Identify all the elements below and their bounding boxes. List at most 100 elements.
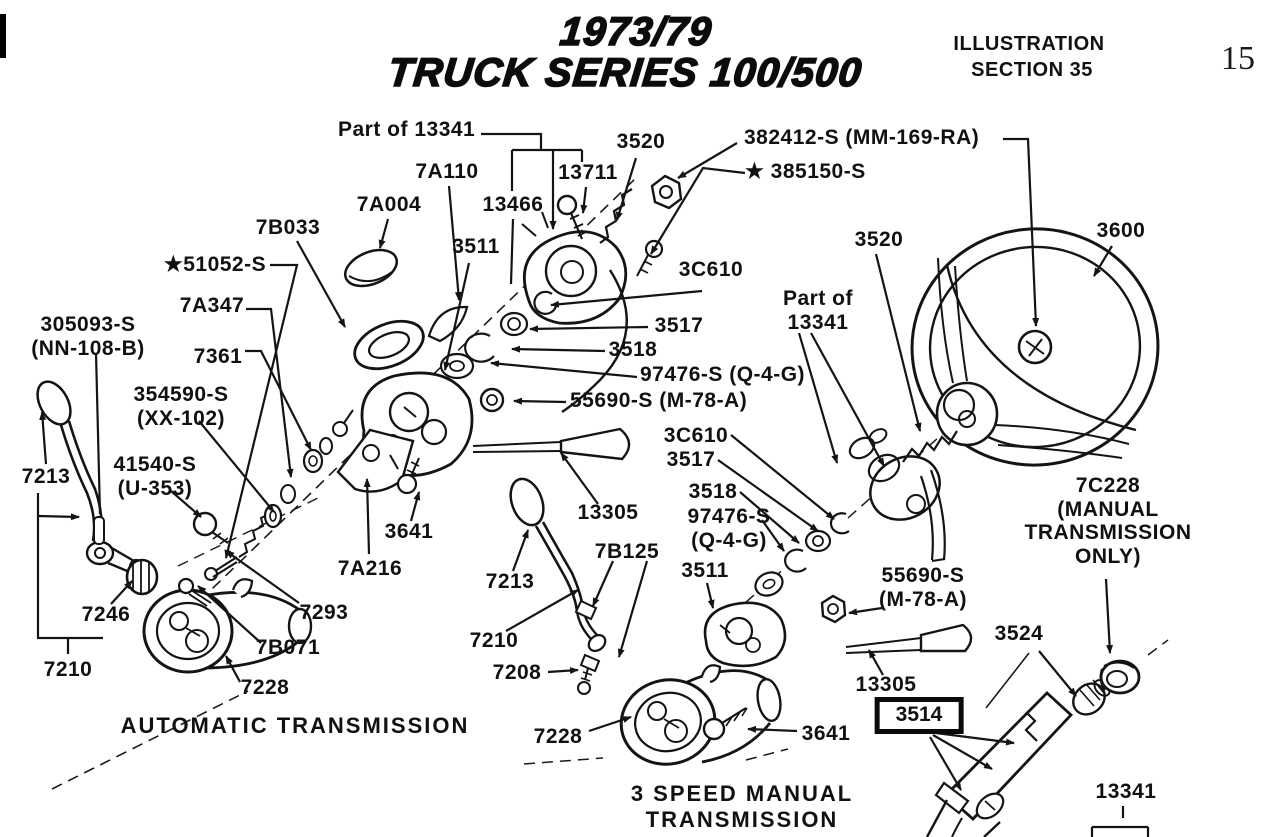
spring-3520-top [599,188,633,244]
c-ring-3C610 [533,290,558,315]
turn-signal-lever-right [845,623,973,654]
callout-3520-top: 3520 [616,130,666,153]
callout-3511-2: 3511 [681,559,729,582]
steering-wheel [910,227,1160,467]
horn-hub [935,381,999,447]
scan-artifact [0,14,6,58]
callout-7A004: 7A004 [356,193,422,216]
ring-3518-2 [784,548,807,573]
callout-3517-2: 3517 [666,448,716,471]
callout-3C610-2: 3C610 [663,424,729,447]
callout-3C610-1: 3C610 [678,258,744,281]
callout-7A216: 7A216 [337,557,403,580]
nut-55690 [479,387,505,413]
callout-3514-highlight-box: 3514 [874,697,964,734]
callout-7361: 7361 [193,345,243,368]
small-parts-cluster-left [177,409,354,607]
automatic-column-housing [142,578,313,674]
callout-3641-2: 3641 [801,722,851,745]
bolt-3641-2 [702,717,726,741]
callout-55690S-1: 55690-S (M-78-A) [570,389,748,412]
callout-7228-left: 7228 [240,676,290,699]
washer-97476-2 [754,571,784,597]
bolt-7B125 [574,599,598,621]
callout-3641-1: 3641 [384,520,434,543]
washer-stack-1 [439,290,558,413]
washer-97476 [439,352,475,380]
callout-13466: 13466 [482,193,544,216]
callout-7A347: 7A347 [179,294,245,317]
callout-354590S: 354590-S (XX-102) [133,383,229,430]
callout-7B125: 7B125 [594,540,660,563]
callout-7228-2: 7228 [533,725,583,748]
lower-column-tube [925,659,1141,837]
washer-354590 [263,503,283,529]
callout-97476S-1: 97476-S (Q-4-G) [640,363,806,386]
leader-lines [36,132,1150,837]
caption-3-speed-manual-transmission: 3 SPEED MANUAL TRANSMISSION [630,781,854,832]
bushing-7246 [125,558,159,596]
section-header-line1: ILLUSTRATION [953,33,1105,55]
callout-7C228: 7C228 (MANUAL TRANSMISSION ONLY) [1024,474,1192,568]
screw-41540 [192,511,218,537]
callout-3518-2: 3518 [688,480,738,503]
key-7B071 [177,577,195,595]
callout-3518-1: 3518 [608,338,658,361]
stud [212,556,238,578]
callout-382412S: 382412-S (MM-169-RA) [744,126,980,149]
washer-stack-2 [754,512,850,624]
callout-13305-2: 13305 [855,673,917,696]
callout-305093S: 305093-S (NN-108-B) [31,313,145,360]
turn-signal-switch-harness [848,428,958,562]
knob-7213-2 [509,477,545,527]
c-ring-3C610-2 [829,512,850,535]
callout-7208: 7208 [492,661,542,684]
callout-7210-2: 7210 [469,629,519,652]
turn-signal-lever-mid [472,427,631,461]
section-header-line2: SECTION 35 [971,59,1093,81]
pin-305093 [93,516,105,545]
callout-13305-1: 13305 [577,501,639,524]
j-slot [1024,711,1038,742]
ignition-3511-2 [703,601,787,668]
callout-3520-right: 3520 [854,228,904,251]
screw-13711 [556,194,578,216]
callout-7210-left: 7210 [43,658,93,681]
cup-7B033 [353,319,425,371]
shift-lever-mid [509,477,607,695]
page-title-line1: 1973/79 [557,9,715,55]
washer-7A347 [280,484,296,504]
spring-7293 [238,512,272,558]
page-title-line2: TRUCK SERIES 100/500 [385,50,865,96]
nut-55690-2 [820,594,847,624]
callout-part-of-13341-top: Part of 13341 [338,118,476,141]
callout-3517-1: 3517 [654,314,704,337]
callout-385150S: ★ 385150-S [745,160,866,183]
callout-part-of-13341-right: Part of 13341 [782,287,854,334]
caption-automatic-transmission: AUTOMATIC TRANSMISSION [120,713,470,738]
callout-13711: 13711 [558,161,618,184]
callout-7B033: 7B033 [255,216,321,239]
three-speed-column-housing [619,664,782,766]
callout-7A110: 7A110 [415,160,479,183]
bolt-7208 [579,653,601,673]
callout-55690S-2: 55690-S (M-78-A) [879,564,967,611]
cup-7A004 [344,248,398,288]
horn-wire [561,269,628,413]
callout-7246: 7246 [81,603,131,626]
callout-7213-left: 7213 [21,465,71,488]
callout-41540S: 41540-S (U-353) [113,453,197,500]
flange-tab [934,781,970,815]
callout-3511-top: 3511 [452,235,500,258]
clamp [427,305,469,343]
ring-3518 [464,332,495,363]
bolt-3641 [396,473,418,495]
lever-plate-7A216 [336,428,420,495]
nut-7361 [302,448,324,474]
callout-7B071: 7B071 [255,636,321,659]
page-number: 15 [1221,40,1255,77]
callout-3524: 3524 [994,622,1044,645]
bearing-3517-2 [804,529,832,553]
bearing-3517 [499,311,529,337]
